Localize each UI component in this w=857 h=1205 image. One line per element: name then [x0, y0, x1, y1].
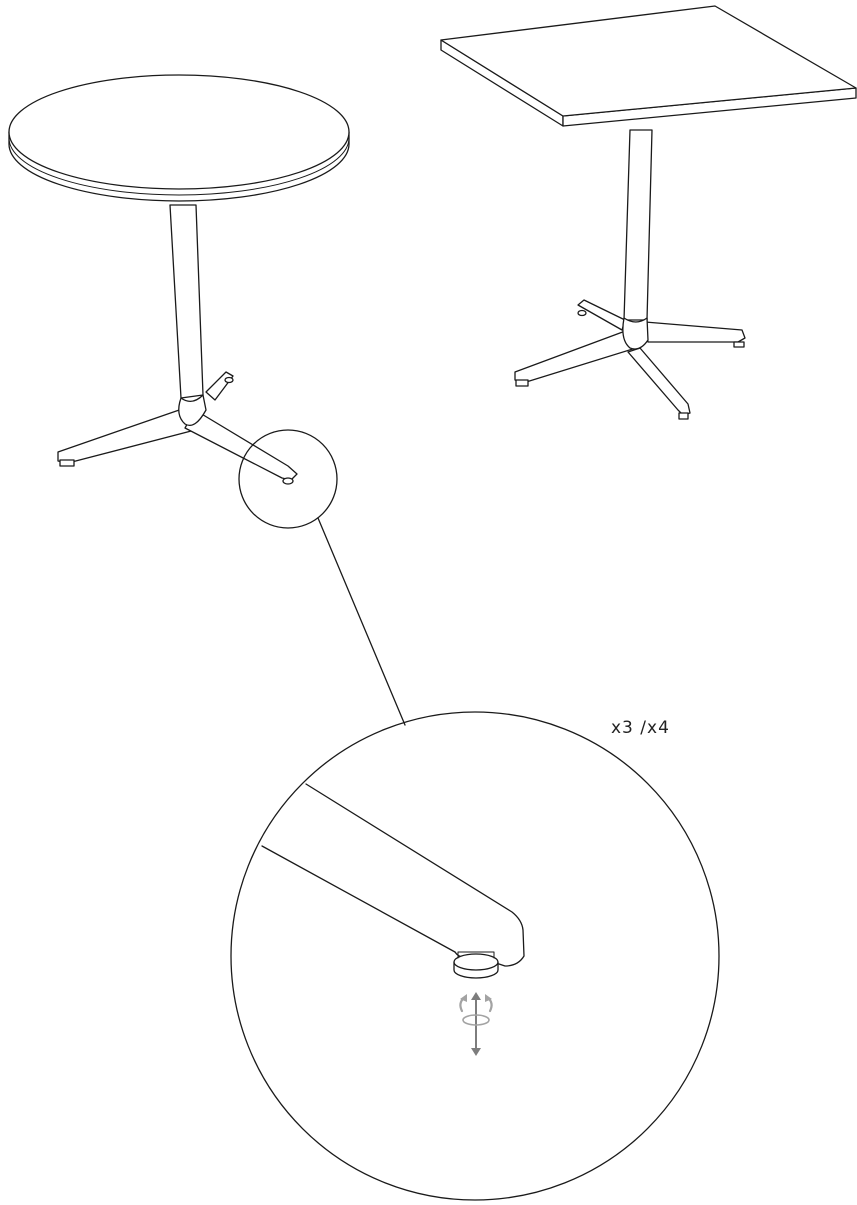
round-table-column [169, 204, 204, 399]
square-table-right-leg [644, 321, 746, 348]
round-table-hub [178, 394, 207, 427]
magnifier-circle-small [238, 429, 338, 529]
square-table [440, 5, 857, 420]
magnifier-circle-large [230, 711, 720, 1201]
square-table-hub [622, 317, 649, 350]
square-table-front-leg [627, 347, 691, 420]
detail-callout [230, 429, 720, 1201]
quantity-label: x3 /x4 [611, 718, 670, 738]
round-table [8, 74, 350, 485]
rotate-and-raise-arrows-icon [459, 992, 493, 1056]
round-table-left-leg [57, 407, 196, 467]
square-table-top [440, 5, 857, 127]
round-table-right-leg [184, 409, 298, 485]
round-table-top [8, 74, 350, 202]
leader-line [317, 517, 406, 726]
square-table-left-leg [514, 329, 637, 387]
zoomed-glide-foot [453, 951, 499, 979]
zoomed-leg-end [261, 783, 525, 967]
square-table-column [623, 129, 653, 321]
round-table-rear-foot [205, 371, 234, 401]
square-table-rear-leg [577, 299, 626, 331]
